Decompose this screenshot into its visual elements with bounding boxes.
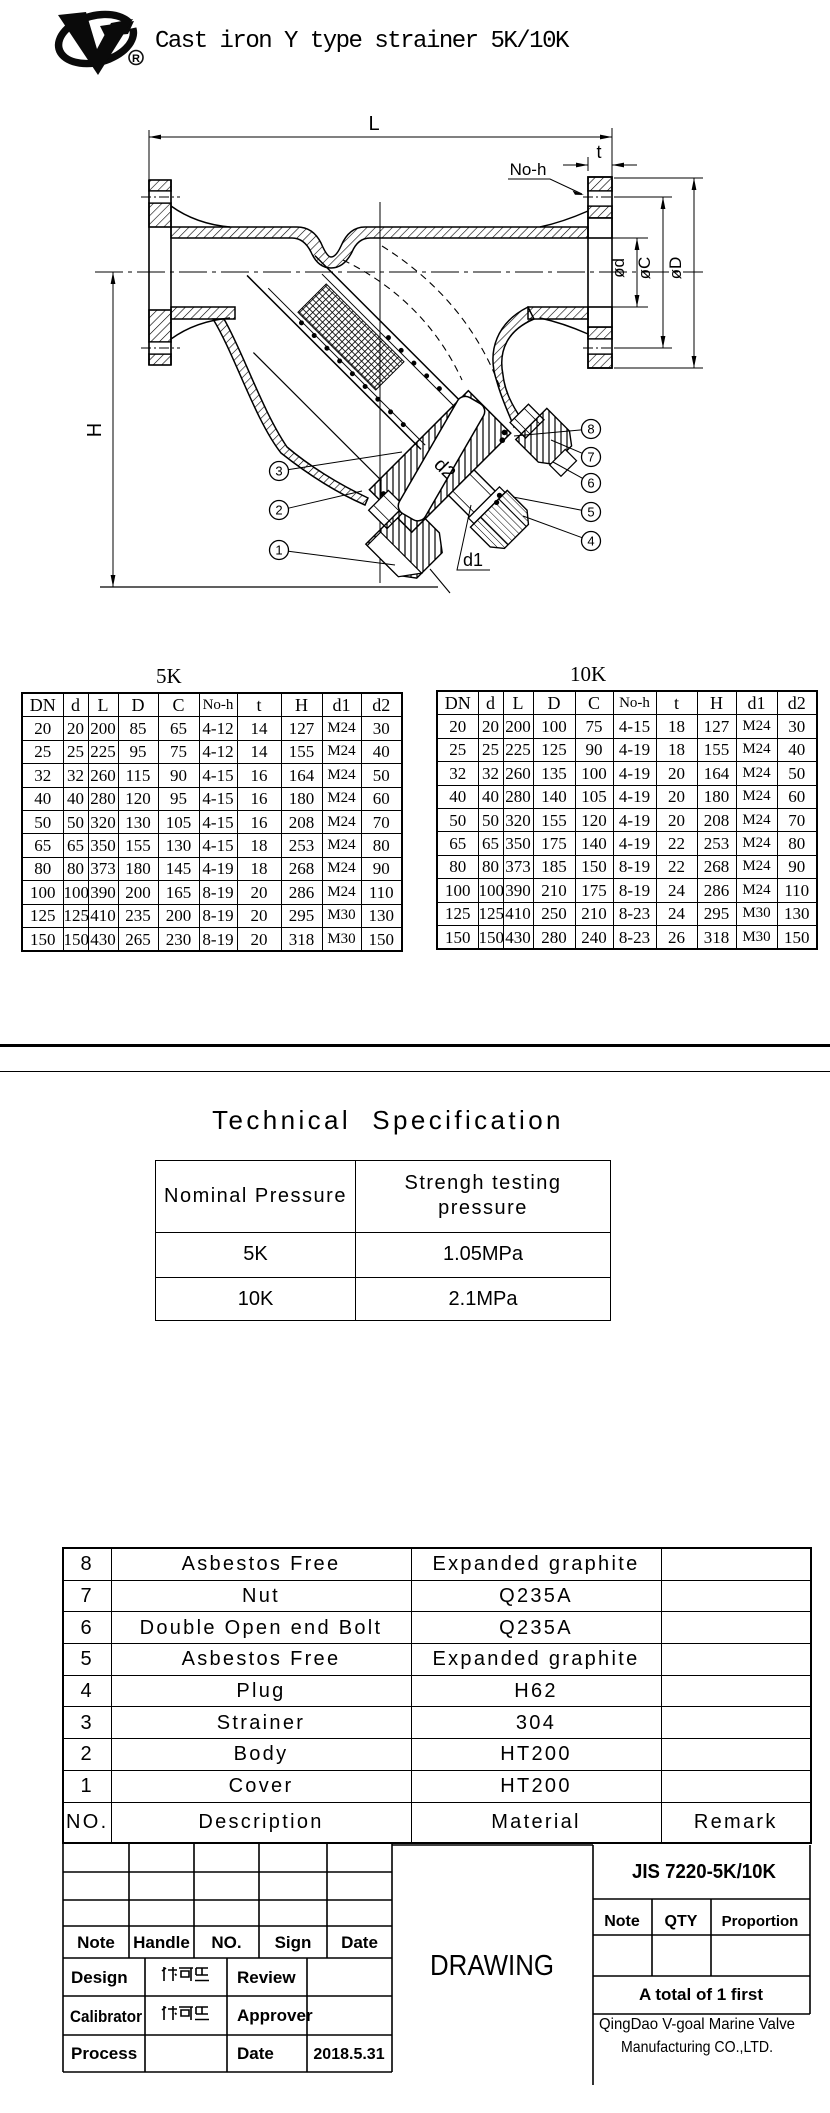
svg-text:1: 1: [275, 543, 282, 558]
svg-text:d1: d1: [463, 550, 483, 570]
svg-text:JIS 7220-5K/10K: JIS 7220-5K/10K: [632, 1861, 777, 1883]
svg-text:Handle: Handle: [133, 1933, 190, 1952]
svg-text:3: 3: [275, 464, 282, 479]
svg-text:4: 4: [587, 534, 594, 549]
svg-text:Note: Note: [604, 1913, 640, 1930]
svg-text:øD: øD: [666, 257, 685, 280]
svg-text:7: 7: [587, 450, 594, 465]
svg-text:Review: Review: [237, 1968, 296, 1987]
svg-text:5: 5: [587, 505, 594, 520]
svg-text:Process: Process: [71, 2044, 137, 2063]
svg-text:Design: Design: [71, 1968, 128, 1987]
svg-text:L: L: [368, 113, 379, 135]
svg-text:ød: ød: [609, 258, 628, 278]
svg-text:DRAWING: DRAWING: [430, 1950, 554, 1982]
svg-text:Calibrator: Calibrator: [70, 2007, 142, 2026]
svg-text:Sign: Sign: [275, 1933, 312, 1952]
svg-text:2: 2: [275, 503, 282, 518]
svg-text:R: R: [132, 53, 140, 65]
svg-text:8: 8: [587, 422, 594, 437]
svg-text:Note: Note: [77, 1933, 115, 1952]
svg-text:Approver: Approver: [237, 2006, 313, 2025]
svg-text:2018.5.31: 2018.5.31: [313, 2046, 384, 2063]
svg-text:Manufacturing CO.,LTD.: Manufacturing CO.,LTD.: [621, 2039, 773, 2056]
svg-text:6: 6: [587, 476, 594, 491]
svg-text:H: H: [84, 423, 106, 437]
svg-text:Date: Date: [341, 1933, 378, 1952]
svg-text:No-h: No-h: [510, 160, 547, 179]
svg-text:Proportion: Proportion: [722, 1913, 799, 1930]
svg-text:QingDao V-goal Marine Valve: QingDao V-goal Marine Valve: [599, 2016, 795, 2033]
svg-text:QTY: QTY: [665, 1913, 698, 1930]
svg-text:øC: øC: [635, 257, 654, 280]
svg-text:Date: Date: [237, 2044, 274, 2063]
svg-text:t: t: [596, 142, 601, 162]
svg-text:A total of 1 first: A total of 1 first: [639, 1985, 763, 2004]
svg-text:NO.: NO.: [211, 1933, 241, 1952]
